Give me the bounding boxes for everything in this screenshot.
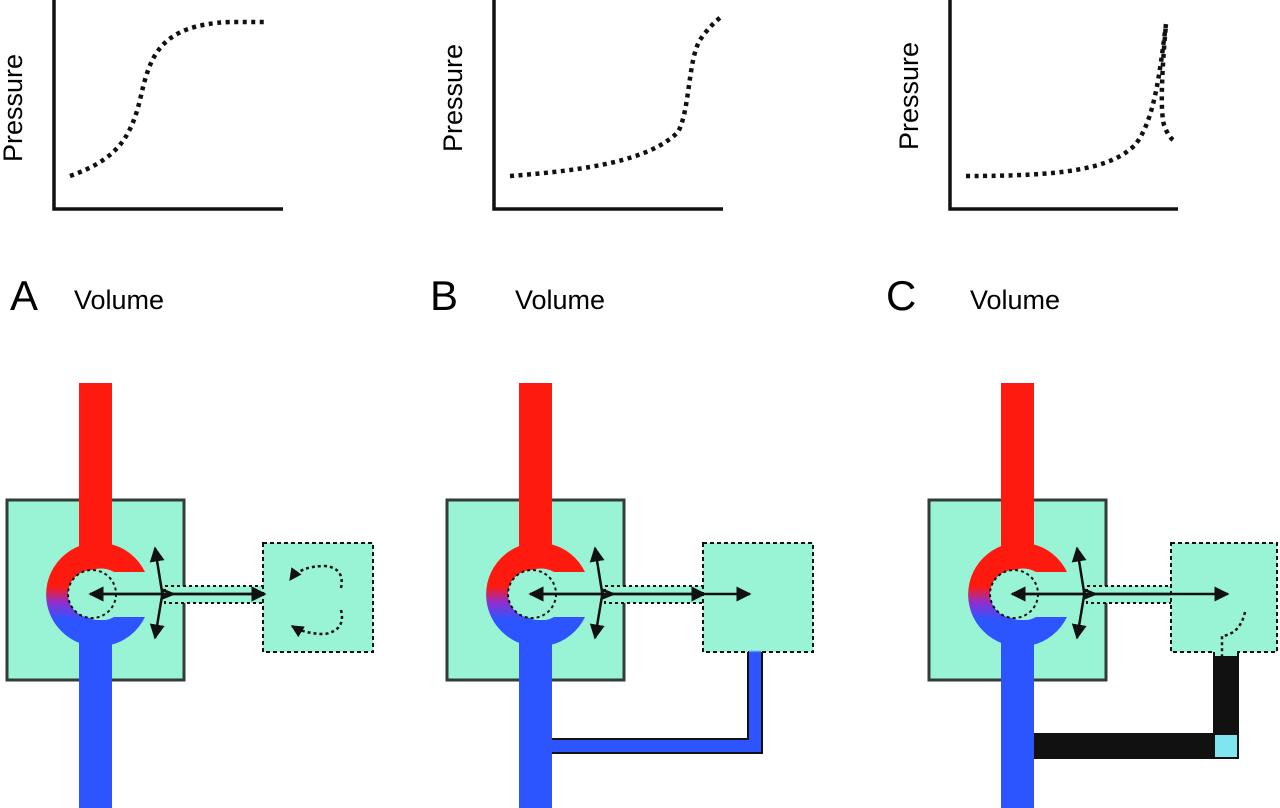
secondary-box-b: [702, 542, 814, 664]
panel-letter-c: C: [886, 272, 916, 319]
y-axis-label-c: Pressure: [894, 42, 924, 150]
x-axis-label-c: Volume: [970, 285, 1060, 315]
pv-graph-b: Pressure B Volume: [430, 0, 724, 319]
y-axis-label-a: Pressure: [0, 54, 28, 162]
pv-graph-c: Pressure C Volume: [886, 0, 1178, 319]
x-axis-label-a: Volume: [74, 285, 164, 315]
x-axis-label-b: Volume: [515, 285, 605, 315]
panel-a: Pressure A Volume: [0, 0, 374, 808]
vessel-diagram-a: [7, 383, 374, 808]
panel-letter-a: A: [10, 272, 38, 319]
secondary-box-a: [262, 542, 374, 653]
panel-b: Pressure B Volume: [430, 0, 814, 808]
pv-graph-a: Pressure A Volume: [0, 0, 283, 319]
vessel-diagram-c: [929, 383, 1278, 808]
panel-letter-b: B: [430, 272, 458, 319]
vessel-diagram-b: [447, 383, 814, 808]
y-axis-label-b: Pressure: [438, 44, 468, 152]
panel-c: Pressure C Volume: [886, 0, 1278, 808]
